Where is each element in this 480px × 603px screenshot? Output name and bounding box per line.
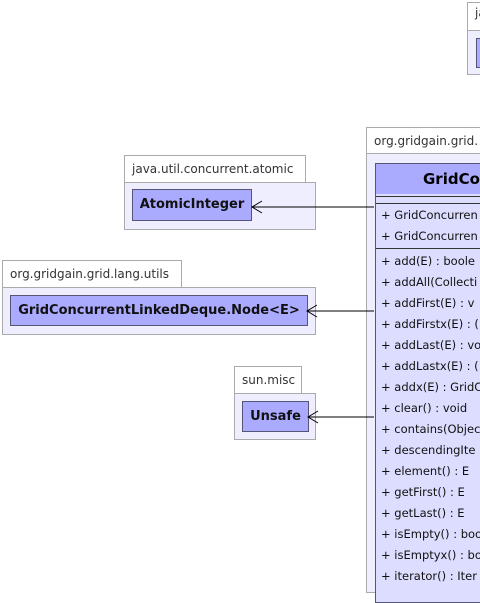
method-item: + iterator() : Iter	[381, 569, 477, 583]
main-class-name: GridCo	[376, 164, 480, 194]
method-item: + contains(Objec	[381, 422, 480, 436]
method-item: + addLast(E) : vo	[381, 338, 480, 352]
method-item: + getFirst() : E	[381, 485, 465, 499]
package-body-lang-utils: GridConcurrentLinkedDeque.Node<E>	[2, 287, 316, 335]
method-item: + add(E) : boole	[381, 254, 476, 268]
package-tab-sun-misc: sun.misc	[234, 366, 302, 393]
method-item: + addAll(Collecti	[381, 275, 478, 289]
methods-list: + add(E) : boole + addAll(Collecti + add…	[376, 251, 480, 587]
package-tab-main: org.gridgain.grid.	[366, 127, 480, 153]
package-tab-top-right: ja	[467, 2, 480, 30]
arrowhead-node	[306, 304, 318, 318]
class-box-atomic-integer: AtomicInteger	[132, 189, 252, 221]
method-item: + isEmptyx() : bo	[381, 548, 480, 562]
class-box-top-right	[476, 38, 480, 68]
method-item: + isEmpty() : boo	[381, 527, 480, 541]
package-body-atomic: AtomicInteger	[124, 182, 316, 230]
method-item: + element() : E	[381, 464, 470, 478]
package-body-sun-misc: Unsafe	[234, 393, 316, 440]
dependency-arrows	[251, 200, 374, 424]
package-body-main: GridCo + GridConcurren + GridConcurren +…	[366, 153, 480, 603]
package-tab-lang-utils: org.gridgain.grid.lang.utils	[2, 260, 182, 287]
method-item: + getLast() : E	[381, 506, 465, 520]
method-item: + addFirst(E) : v	[381, 296, 475, 310]
method-item: + addx(E) : GridC	[381, 380, 480, 394]
package-tab-atomic: java.util.concurrent.atomic	[124, 155, 306, 182]
constructors-list: + GridConcurren + GridConcurren	[376, 204, 480, 247]
method-item: + addFirstx(E) : (	[381, 317, 479, 331]
arrowhead-unsafe	[307, 410, 319, 424]
class-divider	[376, 196, 480, 197]
method-item: + clear() : void	[381, 401, 468, 415]
class-box-node: GridConcurrentLinkedDeque.Node<E>	[10, 295, 308, 326]
arrowhead-atomic-integer	[251, 200, 263, 214]
method-item: + descendingIte	[381, 443, 476, 457]
class-divider	[376, 203, 480, 204]
main-class-box: GridCo + GridConcurren + GridConcurren +…	[375, 163, 480, 603]
class-divider	[376, 248, 480, 249]
constructor-item: + GridConcurren	[381, 229, 478, 243]
constructor-item: + GridConcurren	[381, 208, 478, 222]
package-body-top-right	[467, 30, 480, 75]
method-item: + addLastx(E) : (	[381, 359, 479, 373]
class-box-unsafe: Unsafe	[242, 401, 309, 432]
